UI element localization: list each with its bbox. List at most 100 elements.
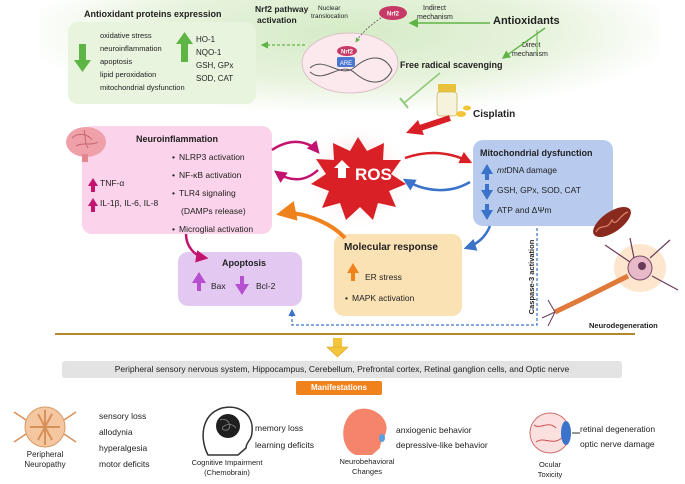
- eye-icon: [529, 412, 580, 454]
- ocular-name-line2: Toxicity: [537, 470, 563, 479]
- mito-item-dna: mtDNA damage: [497, 165, 557, 176]
- molecular-item: ER stress: [365, 272, 402, 282]
- neurodegeneration-label: Neurodegeneration: [589, 321, 658, 330]
- direct-line2: mechanism: [512, 51, 548, 58]
- decreased-item: lipid peroxidation: [100, 70, 157, 79]
- nrf2-title-line1: Nrf2 pathway: [255, 4, 309, 14]
- neuroinflammation-title: Neuroinflammation: [136, 134, 219, 144]
- neurobehavioral-name-line1: Neurobehavioral: [339, 457, 395, 466]
- free-radical-label: Free radical scavenging: [400, 60, 503, 70]
- increased-list: HO-1 NQO-1 GSH, GPx SOD, CAT: [196, 33, 233, 85]
- mitochondrial-box: [473, 140, 613, 226]
- cognitive-name-line1: Cognitive Impairment: [191, 458, 263, 467]
- targets-bar: [62, 361, 622, 378]
- cognitive-name-line2: (Chemobrain): [204, 468, 250, 477]
- brain-icon: [66, 127, 106, 162]
- nrf2-nucleus-blob: [337, 46, 357, 56]
- decreased-item: mitochondrial dysfunction: [100, 83, 185, 92]
- cognitive-item: learning deficits: [255, 440, 315, 450]
- bax-up-arrow-icon: [192, 272, 206, 291]
- ocular-item: retinal degeneration: [580, 424, 656, 434]
- dna-suffix: DNA damage: [506, 165, 558, 175]
- decreased-item: apoptosis: [100, 57, 133, 66]
- manifestations-label: Manifestations: [310, 383, 367, 392]
- peripheral-name-line2: Neuropathy: [24, 460, 66, 469]
- neuroinflammation-items: NLRP3 activation NF-κB activation TLR4 s…: [172, 148, 253, 238]
- nrf2-cytoplasm-blob: [379, 6, 407, 20]
- peripheral-items: sensory loss allodynia hyperalgesia moto…: [99, 408, 150, 472]
- cognitive-item: memory loss: [255, 423, 304, 433]
- mt-prefix: mt: [497, 165, 507, 175]
- head-brain-icon: [202, 406, 253, 456]
- increased-item: HO-1: [196, 35, 216, 44]
- peripheral-item: sensory loss: [99, 411, 147, 421]
- indirect-line1: Indirect: [423, 5, 446, 12]
- spinal-cord-icon: [13, 406, 77, 448]
- mito-item: ATP and ΔΨm: [497, 205, 552, 215]
- ros-up-arrow-icon: [334, 160, 350, 178]
- bcl2-down-arrow-icon: [235, 276, 249, 295]
- peripheral-name-line1: Peripheral: [26, 450, 64, 459]
- are-box: [337, 57, 355, 67]
- decreased-item: oxidative stress: [100, 31, 152, 40]
- neuro-item: TLR4 signaling: [172, 184, 253, 202]
- apoptosis-title: Apoptosis: [222, 258, 266, 268]
- ros-burst: [311, 137, 406, 220]
- neurobehavioral-name-line2: Changes: [351, 467, 383, 476]
- manifestations-badge: [296, 381, 382, 395]
- peripheral-item: hyperalgesia: [99, 443, 148, 453]
- increased-item: SOD, CAT: [196, 74, 234, 83]
- molecular-item: MAPK activation: [345, 293, 414, 304]
- mitochondrion-icon: [593, 206, 631, 238]
- tnf-label: TNF-α: [100, 178, 125, 188]
- molecular-title: Molecular response: [344, 242, 438, 253]
- svg-text:Nrf2: Nrf2: [387, 12, 400, 18]
- neuro-item: Microglial activation: [172, 220, 253, 238]
- antioxidant-expression-title: Antioxidant proteins expression: [84, 9, 222, 19]
- indirect-line2: mechanism: [417, 14, 453, 21]
- ocular-name-line1: Ocular: [538, 460, 562, 469]
- mito-up-arrow-icon: [481, 164, 493, 180]
- increased-item: GSH, GPx: [196, 61, 234, 70]
- nuclear-line1: Nuclear: [318, 5, 341, 12]
- nrf2-title-line2: activation: [257, 15, 297, 25]
- tnf-up-arrow-icon: [88, 178, 98, 192]
- neurobehavioral-item: depressive-like behavior: [396, 440, 488, 450]
- neuron-icon: [541, 237, 679, 327]
- mitochondrial-title: Mitochondrial dysfunction: [480, 148, 593, 158]
- er-stress-up-arrow-icon: [347, 263, 359, 281]
- bax-label: Bax: [211, 281, 226, 291]
- sad-face-icon: [343, 408, 387, 455]
- are-text: ARE: [340, 61, 352, 67]
- mito-item: GSH, GPx, SOD, CAT: [497, 185, 581, 195]
- nuclear-line2: translocation: [311, 13, 348, 20]
- cisplatin-label: Cisplatin: [473, 109, 516, 120]
- il-label: IL-1β, IL-6, IL-8: [100, 198, 159, 208]
- neuro-item: NLRP3 activation: [172, 148, 253, 166]
- ocular-items: retinal degeneration optic nerve damage: [580, 422, 655, 452]
- cisplatin-vial-icon: [436, 84, 471, 117]
- cognitive-items: memory loss learning deficits: [255, 420, 314, 454]
- down-arrow-icon: [326, 338, 349, 358]
- neuro-item: NF-κB activation: [172, 166, 253, 184]
- antioxidants-label: Antioxidants: [493, 15, 560, 27]
- ros-text: ROS: [355, 165, 392, 184]
- neurobehavioral-item: anxiogenic behavior: [396, 425, 472, 435]
- mito-down-arrow-icon: [481, 184, 493, 200]
- antioxidant-expression-box: [68, 22, 256, 104]
- decreased-item: neuroinflammation: [100, 44, 162, 53]
- down-arrow-icon: [74, 44, 91, 72]
- peripheral-item: allodynia: [99, 427, 133, 437]
- decreased-list: oxidative stress neuroinflammation apopt…: [100, 29, 185, 94]
- increased-item: NQO-1: [196, 48, 222, 57]
- targets-text: Peripheral sensory nervous system, Hippo…: [114, 364, 570, 374]
- svg-text:Nrf2: Nrf2: [341, 50, 354, 56]
- peripheral-item: motor deficits: [99, 459, 150, 469]
- bcl2-label: Bcl-2: [256, 281, 276, 291]
- ocular-item: optic nerve damage: [580, 439, 655, 449]
- up-arrow-icon: [176, 32, 193, 62]
- mito-down-arrow-icon: [481, 204, 493, 220]
- direct-line1: Direct: [522, 42, 541, 49]
- neurobehavioral-items: anxiogenic behavior depressive-like beha…: [396, 423, 488, 453]
